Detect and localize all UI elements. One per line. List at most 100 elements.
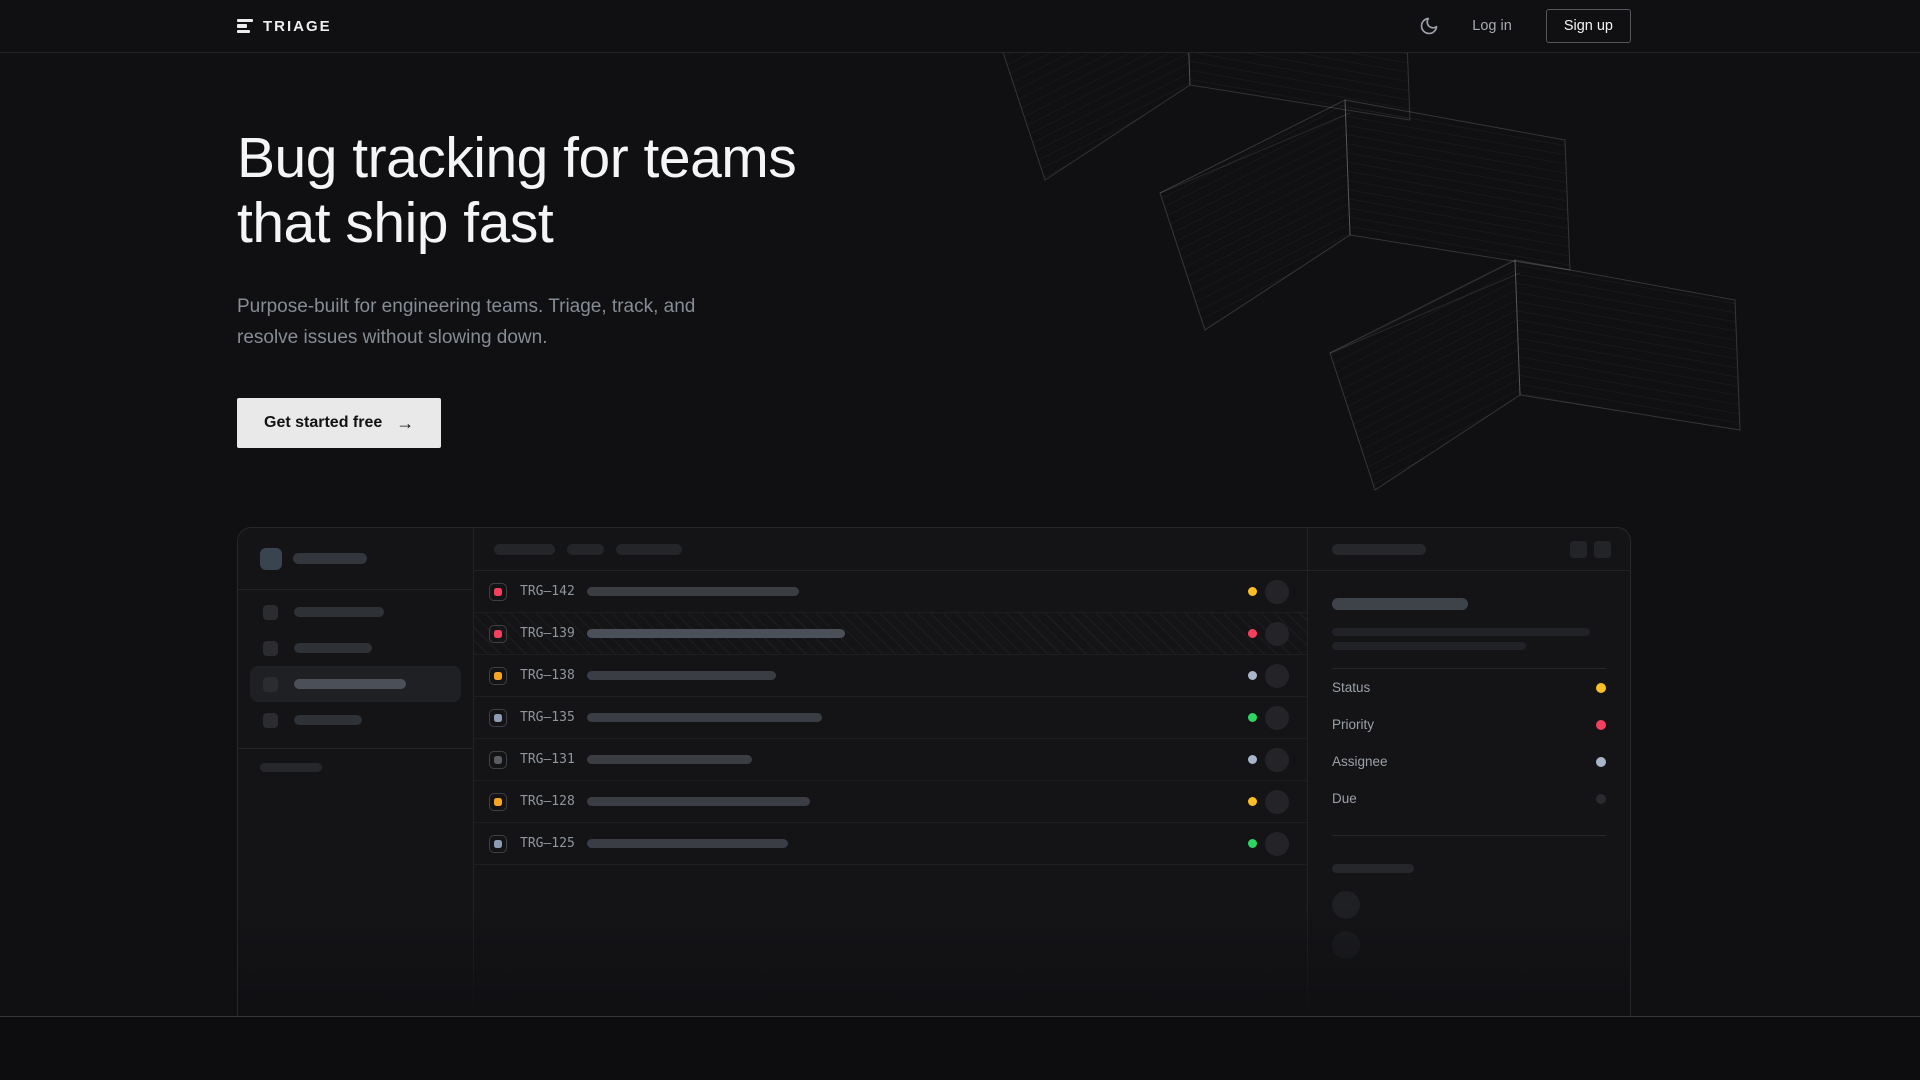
issue-type-icon [489, 834, 507, 853]
sidebar-item-skeleton [250, 702, 461, 738]
panel-button-skeleton [1570, 540, 1587, 558]
issue-title-skeleton [587, 797, 810, 806]
workspace-avatar-skeleton [260, 547, 282, 570]
assignee-avatar [1265, 663, 1289, 688]
get-started-label: Get started free [264, 414, 383, 431]
issue-title-skeleton [587, 629, 845, 638]
activity-label-skeleton [1332, 864, 1414, 873]
issue-title-skeleton [587, 755, 752, 764]
issue-title-skeleton [587, 587, 799, 596]
issue-row: TRG–131 [474, 739, 1307, 781]
divider [1332, 835, 1606, 836]
property-value-dot [1596, 756, 1606, 767]
sidebar-item-skeleton [250, 630, 461, 666]
issue-id: TRG–128 [520, 794, 575, 809]
status-dot [1248, 797, 1257, 806]
login-link[interactable]: Log in [1472, 18, 1512, 34]
assignee-avatar [1265, 789, 1289, 814]
workspace-row-skeleton [238, 528, 473, 590]
workspace-name-skeleton [293, 553, 367, 564]
divider [1332, 668, 1606, 669]
status-dot [1248, 629, 1257, 638]
issue-title-skeleton [587, 713, 822, 722]
panel-title-pill-skeleton [1332, 543, 1426, 555]
assignee-avatar [1265, 705, 1289, 730]
issue-title-skeleton [587, 839, 788, 848]
issue-row: TRG–139 [474, 613, 1307, 655]
issue-row: TRG–135 [474, 697, 1307, 739]
issue-id: TRG–138 [520, 668, 575, 683]
issue-title-skeleton [1332, 598, 1468, 610]
property-row: Priority [1332, 706, 1606, 743]
brand: TRIAGE [237, 18, 332, 35]
issue-id: TRG–135 [520, 710, 575, 725]
moon-icon [1421, 17, 1438, 35]
description-line-skeleton [1332, 628, 1590, 636]
issue-id: TRG–125 [520, 836, 575, 851]
property-label: Due [1332, 791, 1357, 806]
property-value-dot [1596, 793, 1606, 804]
filter-pill-skeleton [616, 543, 682, 555]
sidebar-item-icon-skeleton [263, 640, 278, 656]
status-dot [1248, 839, 1257, 848]
sidebar-item-skeleton-active [250, 666, 461, 702]
description-line-skeleton [1332, 642, 1526, 650]
sidebar-item-skeleton [250, 594, 461, 630]
issue-type-icon [489, 582, 507, 601]
sidebar-nav-skeleton [238, 590, 473, 749]
issue-type-icon [489, 750, 507, 769]
wireframe-planes-graphic [1002, 53, 1741, 491]
property-row: Status [1332, 669, 1606, 706]
panel-header-buttons [1570, 540, 1611, 558]
issue-id: TRG–131 [520, 752, 575, 767]
issue-id: TRG–142 [520, 584, 575, 599]
property-row: Assignee [1332, 743, 1606, 780]
mockup-sidebar [238, 528, 474, 1016]
next-section-strip [0, 1016, 1920, 1080]
theme-toggle-button[interactable] [1412, 9, 1446, 43]
issue-type-icon [489, 708, 507, 727]
issue-type-icon [489, 624, 507, 643]
issue-type-icon [489, 666, 507, 685]
filter-pill-skeleton [494, 543, 555, 555]
app-mockup: TRG–142 TRG–139 TRG–138 TRG–135 TRG–131 [237, 527, 1631, 1016]
status-dot [1248, 671, 1257, 680]
get-started-button[interactable]: Get started free → [237, 398, 442, 448]
property-label: Assignee [1332, 754, 1388, 769]
assignee-avatar [1265, 579, 1289, 604]
signup-button[interactable]: Sign up [1545, 9, 1631, 43]
panel-header-skeleton [1308, 528, 1630, 571]
sidebar-item-label-skeleton [294, 679, 406, 689]
status-dot [1248, 713, 1257, 722]
brand-name: TRIAGE [263, 17, 332, 35]
property-value-dot [1596, 682, 1606, 693]
page-title-line2: that ship fast [237, 191, 554, 255]
page-title-line1: Bug tracking for teams [237, 126, 797, 190]
assignee-avatar [1265, 621, 1289, 646]
comment-avatar-skeleton [1332, 891, 1360, 919]
issue-id: TRG–139 [520, 626, 575, 641]
sidebar-item-icon-skeleton [263, 676, 278, 692]
sidebar-item-label-skeleton [294, 715, 362, 725]
sidebar-item-label-skeleton [294, 643, 372, 653]
sidebar-item-icon-skeleton [263, 604, 278, 620]
status-dot [1248, 755, 1257, 764]
sidebar-item-icon-skeleton [263, 712, 278, 728]
issue-row: TRG–138 [474, 655, 1307, 697]
page-title: Bug tracking for teams that ship fast [237, 126, 797, 256]
sidebar-item-label-skeleton [294, 607, 384, 617]
property-value-dot [1596, 719, 1606, 730]
property-row: Due [1332, 780, 1606, 817]
hero-subtitle: Purpose-built for engineering teams. Tri… [237, 296, 696, 348]
issue-title-skeleton [587, 671, 776, 680]
issue-detail-panel: Status Priority Assignee Due [1308, 528, 1630, 1016]
issue-list: TRG–142 TRG–139 TRG–138 TRG–135 TRG–131 [474, 528, 1308, 1016]
arrow-right-icon: → [396, 413, 415, 433]
brand-logo-icon [237, 18, 253, 34]
section-label-skeleton [260, 763, 322, 772]
list-header-skeleton [474, 528, 1307, 571]
top-navbar: TRIAGE Log in Sign up [0, 0, 1920, 53]
issue-row: TRG–125 [474, 823, 1307, 865]
comment-avatar-skeleton [1332, 931, 1360, 959]
property-label: Status [1332, 680, 1371, 695]
